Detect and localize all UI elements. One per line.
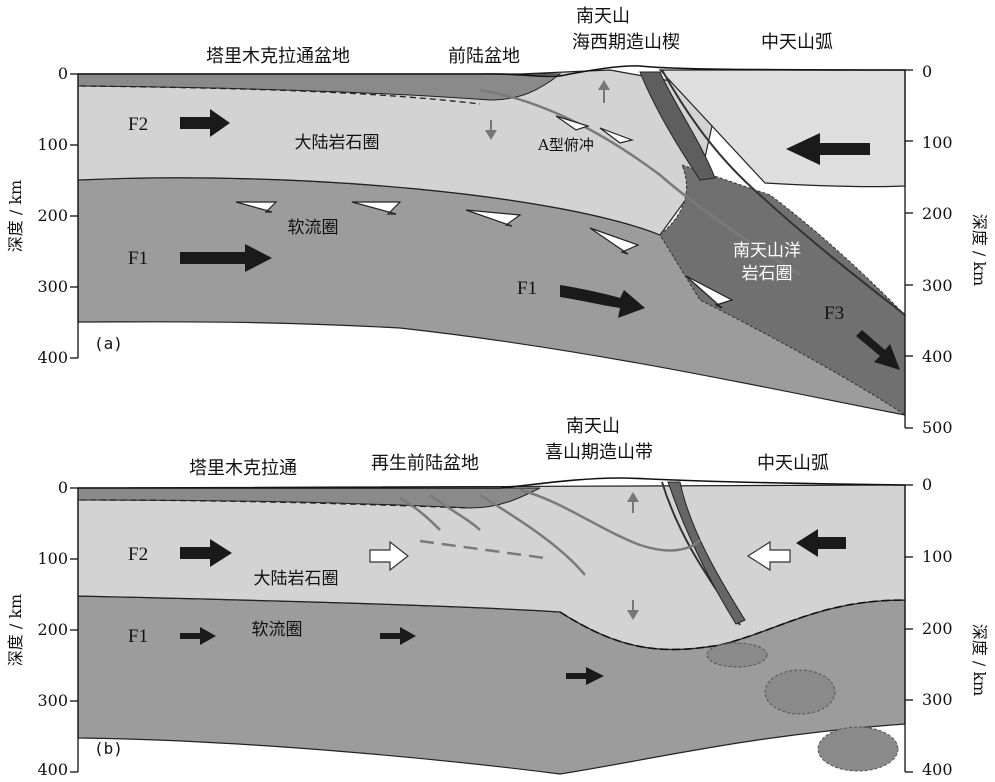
panel-a-central-arrow-icon xyxy=(786,133,870,165)
panel-a-foreland-label: 前陆盆地 xyxy=(448,46,520,67)
panel-a-orogenic-wedge-label: 海西期造山楔 xyxy=(572,32,680,53)
panel-a-f1-right-arrow-icon xyxy=(560,285,645,318)
panel-a-thrust-wedge xyxy=(639,71,716,181)
panel-a-tarim-label: 塔里木克拉通盆地 xyxy=(206,46,350,67)
panel-a-south-tianshan-label: 南天山 xyxy=(576,6,630,27)
panel-b-foreland-label: 再生前陆盆地 xyxy=(371,453,479,474)
panel-a xyxy=(70,65,913,429)
panel-b-f1-arrow-icon-2 xyxy=(380,627,416,645)
panel-b-central-tianshan-label: 中天山弧 xyxy=(757,453,829,474)
panel-a-left-axis-title: 深度 / km xyxy=(6,179,25,253)
panel-a-right-tick-100: 100 xyxy=(922,133,953,152)
panel-b-force-arrows xyxy=(180,529,846,685)
panel-a-white-arrows xyxy=(235,115,734,309)
panel-b-f2-arrow-icon xyxy=(180,539,232,567)
panel-b-left-axis xyxy=(70,487,79,773)
panel-b-left-tick-400: 400 xyxy=(37,760,68,779)
panel-a-ocean-label-2: 岩石圈 xyxy=(741,264,793,284)
panel-a-f2-label: F2 xyxy=(128,114,149,135)
panel-a-suture xyxy=(661,69,906,316)
panel-b-f1-arrow-icon-1 xyxy=(180,627,216,645)
panel-a-f3-arrow-icon xyxy=(856,330,900,370)
panel-a-topography xyxy=(78,65,906,78)
panel-a-left-tick-200: 200 xyxy=(37,206,68,225)
panel-b-foreland-dash xyxy=(79,499,471,509)
panel-a-right-tick-0: 0 xyxy=(922,62,933,81)
panel-a-f1-left-arrow-icon xyxy=(180,244,272,272)
panel-b-orogen-label: 喜山期造山带 xyxy=(545,442,653,463)
panel-b-right-tick-200: 200 xyxy=(922,619,953,638)
panel-b-right-axis-title: 深度 / km xyxy=(970,623,989,697)
panel-b-central-arrow-icon xyxy=(796,529,846,557)
panel-a-f1-left-label: F1 xyxy=(128,248,149,269)
panel-b-f2-label: F2 xyxy=(128,544,149,565)
panel-b-right-tick-0: 0 xyxy=(922,475,933,494)
panel-a-right-tick-200: 200 xyxy=(922,204,953,223)
panel-b-left-axis-title: 深度 / km xyxy=(6,593,25,667)
panel-b-panel-label: (b) xyxy=(94,739,123,758)
panel-b-right-axis xyxy=(904,484,913,773)
panel-b-right-tick-300: 300 xyxy=(922,690,953,709)
panel-b-left-tick-0: 0 xyxy=(57,478,68,497)
panel-a-a-subduction-fault xyxy=(479,88,801,277)
panel-b-f1-label: F1 xyxy=(128,626,149,647)
panel-a-asthenosphere-label: 软流圈 xyxy=(287,218,339,238)
panel-a-ocean-label-1: 南天山洋 xyxy=(733,241,801,261)
panel-a-central-tianshan-label: 中天山弧 xyxy=(761,32,833,53)
panel-b-right-tick-400: 400 xyxy=(922,760,953,779)
panel-a-right-axis xyxy=(904,69,913,429)
panel-b-left-tick-100: 100 xyxy=(37,549,68,568)
panel-a-panel-label: (a) xyxy=(94,334,123,353)
panel-b-suture-wedge xyxy=(667,481,746,625)
panel-a-lithosphere-label: 大陆岩石圈 xyxy=(294,133,380,153)
panel-a-left-tick-400: 400 xyxy=(37,348,68,367)
panel-b-drips xyxy=(706,642,899,772)
panel-b-tarim-label: 塔里木克拉通 xyxy=(189,458,297,479)
panel-a-left-tick-0: 0 xyxy=(57,64,68,83)
panel-a-ocean-slab xyxy=(659,164,906,416)
panel-b-white-arrows xyxy=(369,540,791,572)
panel-b-topography xyxy=(78,477,906,489)
panel-a-right-tick-500: 500 xyxy=(922,418,953,437)
panel-a-right-tick-300: 300 xyxy=(922,276,953,295)
panel-b-f1-arrow-icon-3 xyxy=(566,667,604,685)
panel-a-a-subduction-label: A型俯冲 xyxy=(538,136,594,154)
panel-a-right-tick-400: 400 xyxy=(922,347,953,366)
panel-b-gray-arrows xyxy=(627,492,639,620)
panel-a-left-tick-300: 300 xyxy=(37,277,68,296)
panel-a-right-axis-title: 深度 / km xyxy=(970,213,989,287)
panel-b xyxy=(70,477,913,775)
panel-b-faults xyxy=(399,488,701,576)
panel-a-force-arrows xyxy=(180,109,900,370)
panel-a-left-tick-100: 100 xyxy=(37,135,68,154)
panel-b-right-tick-100: 100 xyxy=(922,547,953,566)
panel-b-left-tick-300: 300 xyxy=(37,691,68,710)
panel-b-south-tianshan-label: 南天山 xyxy=(566,416,620,437)
panel-a-f2-arrow-icon xyxy=(180,109,230,137)
panel-b-lithosphere-label: 大陆岩石圈 xyxy=(253,569,339,589)
panel-a-f3-label: F3 xyxy=(824,303,845,324)
panel-a-gray-arrows xyxy=(485,80,610,140)
panel-a-left-axis xyxy=(70,73,79,359)
panel-a-f1-right-label: F1 xyxy=(517,278,538,299)
panel-b-asthenosphere-label: 软流圈 xyxy=(251,620,303,640)
panel-b-left-tick-200: 200 xyxy=(37,620,68,639)
